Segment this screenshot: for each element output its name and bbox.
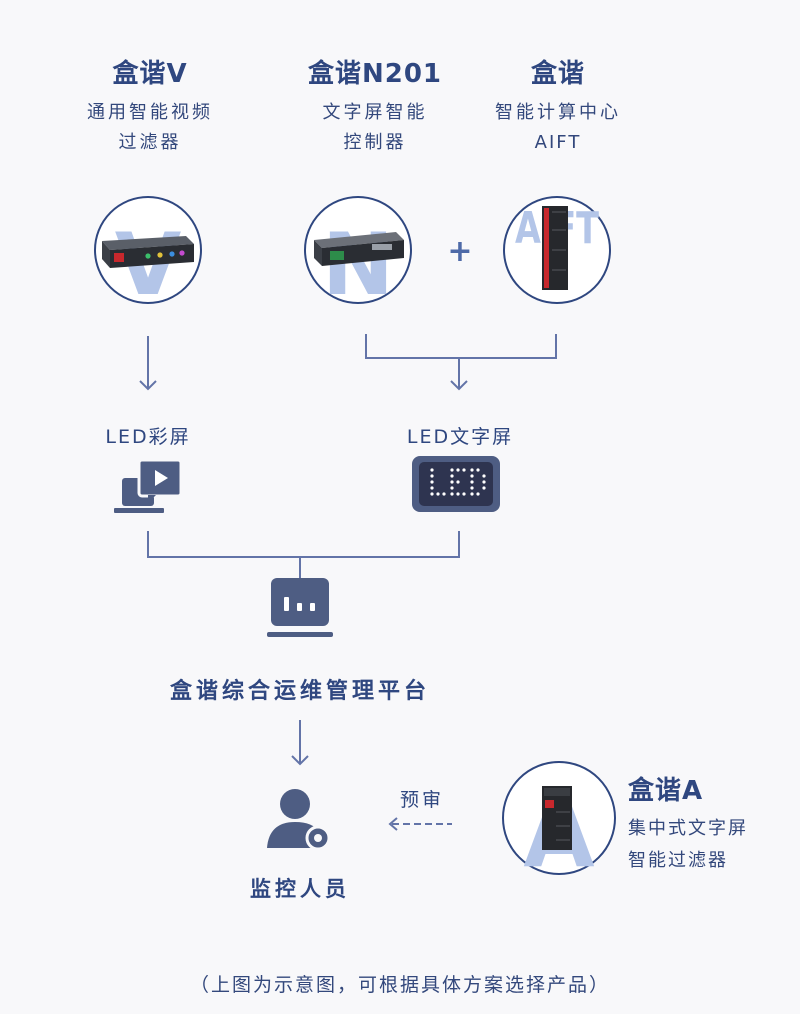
controller-device-icon xyxy=(314,232,404,266)
tower-server-icon xyxy=(542,786,572,850)
footnote: （上图为示意图，可根据具体方案选择产品） xyxy=(189,974,610,996)
product-v-title: 盒谐V xyxy=(112,59,188,89)
led-color-screen-label: LED彩屏 xyxy=(105,426,191,448)
review-label: 预审 xyxy=(399,789,444,811)
led-text-screen-label: LED文字屏 xyxy=(406,426,514,448)
product-v-desc-line2: 过滤器 xyxy=(118,132,182,153)
led-text-screen-icon xyxy=(412,456,500,512)
product-v-circle: V xyxy=(94,196,202,315)
product-a-circle: A xyxy=(502,761,616,888)
product-a-title: 盒谐A xyxy=(628,776,704,806)
bracket-n-aift-to-text-screen xyxy=(365,334,557,391)
review-arrow xyxy=(388,817,452,831)
led-color-screen-icon xyxy=(114,458,183,513)
product-aift-circle: AIFT xyxy=(503,196,611,304)
platform-label: 盒谐综合运维管理平台 xyxy=(169,679,430,704)
plus-sign: + xyxy=(447,234,472,269)
server-tower-icon xyxy=(542,206,568,290)
product-n201-title: 盒谐N201 xyxy=(307,59,443,89)
product-aift-title: 盒谐 xyxy=(530,59,585,89)
product-a-desc-line1: 集中式文字屏 xyxy=(628,818,748,839)
product-n201-desc-line2: 控制器 xyxy=(343,132,407,153)
operator-person-icon xyxy=(267,789,331,851)
product-n201-desc-line1: 文字屏智能 xyxy=(322,102,428,123)
operators-label: 监控人员 xyxy=(250,877,350,901)
product-n201-circle: N xyxy=(304,196,412,315)
product-a-desc-line2: 智能过滤器 xyxy=(628,850,728,871)
bracket-screens-to-platform xyxy=(147,531,460,578)
platform-dashboard-icon xyxy=(267,578,333,637)
product-aift-desc-line2: AIFT xyxy=(534,132,582,153)
arrow-v-to-color-screen xyxy=(139,336,157,391)
product-v-desc-line1: 通用智能视频 xyxy=(87,102,213,123)
arrow-platform-to-operators xyxy=(291,720,309,766)
filter-device-icon xyxy=(102,236,194,268)
product-aift-desc-line1: 智能计算中心 xyxy=(495,102,621,123)
product-n201-badge: N xyxy=(322,215,394,315)
